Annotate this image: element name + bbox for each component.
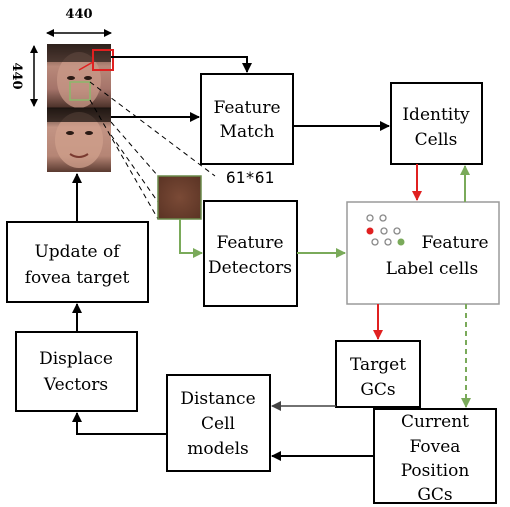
- width-dimension: 440: [46, 7, 112, 37]
- svg-text:Distance: Distance: [180, 389, 255, 409]
- identity-cells-box: Identity Cells: [390, 82, 483, 165]
- svg-text:Feature: Feature: [216, 233, 283, 253]
- svg-text:Identity: Identity: [402, 105, 470, 125]
- svg-text:Feature: Feature: [421, 233, 488, 253]
- feature-selection-red: [92, 49, 114, 71]
- svg-text:Fovea: Fovea: [410, 437, 461, 457]
- width-label: 440: [65, 7, 92, 22]
- feature-label-cells-panel: Feature Label cells: [346, 201, 500, 305]
- skin-patch-icon: [157, 175, 202, 220]
- svg-text:Target: Target: [350, 355, 406, 375]
- update-fovea-box: Update of fovea target: [6, 221, 149, 303]
- current-fovea-box: Current Fovea Position GCs: [373, 408, 497, 505]
- svg-text:Update of: Update of: [34, 242, 121, 262]
- patch-size-label: 61*61: [226, 168, 274, 187]
- svg-text:Displace: Displace: [39, 349, 113, 369]
- projection-lines: [89, 81, 216, 220]
- feature-selection-green: [69, 81, 91, 101]
- distance-cell-models-box: Distance Cell models: [166, 374, 271, 472]
- svg-text:Detectors: Detectors: [208, 258, 292, 278]
- red-pointer-line: [78, 61, 94, 71]
- label-cell-dots: [366, 214, 405, 246]
- svg-text:GCs: GCs: [360, 380, 395, 400]
- svg-text:fovea target: fovea target: [25, 268, 130, 288]
- face-images: [47, 44, 111, 172]
- svg-text:Vectors: Vectors: [43, 375, 108, 395]
- arrow-top-to-feature-match: [111, 56, 252, 73]
- height-label: 440: [9, 62, 24, 89]
- svg-text:Feature: Feature: [213, 98, 280, 118]
- svg-text:GCs: GCs: [417, 485, 452, 505]
- feature-detectors-box: Feature Detectors: [203, 200, 298, 307]
- arrow-patch-to-detectors: [179, 219, 203, 258]
- target-gcs-box: Target GCs: [335, 340, 421, 408]
- svg-text:models: models: [187, 439, 248, 459]
- svg-text:Label cells: Label cells: [386, 259, 478, 279]
- height-dimension: 440: [9, 45, 38, 107]
- feature-match-box: Feature Match: [200, 73, 294, 165]
- svg-text:Match: Match: [220, 122, 275, 142]
- svg-text:Cells: Cells: [415, 130, 458, 150]
- svg-text:Position: Position: [401, 461, 470, 481]
- arrow-distance-to-displace: [72, 412, 167, 435]
- displace-vectors-box: Displace Vectors: [15, 331, 138, 412]
- svg-text:Current: Current: [401, 412, 469, 432]
- svg-text:Cell: Cell: [201, 414, 235, 434]
